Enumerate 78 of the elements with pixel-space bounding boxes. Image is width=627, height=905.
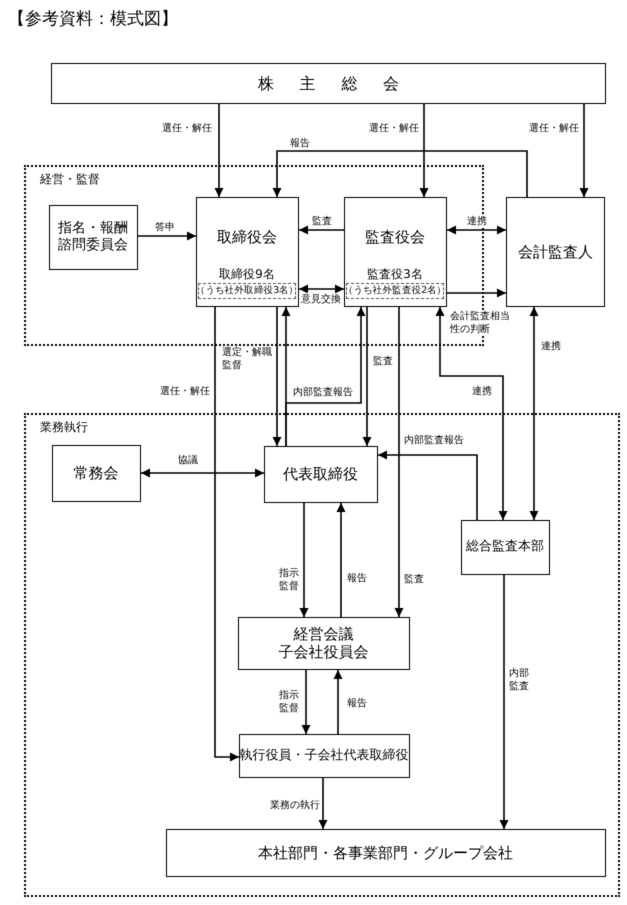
arrow (420, 104, 428, 197)
board-box (196, 196, 298, 306)
edge-label: 内部監査報告 (292, 386, 354, 399)
arrow (378, 450, 478, 520)
member-count: 監査役3名 (366, 266, 424, 282)
arrow (318, 778, 328, 829)
member-note: （うち社外監査役2名） (344, 285, 446, 297)
arrow (336, 503, 346, 617)
arrow (362, 307, 372, 446)
process-box (166, 828, 606, 876)
process-box (51, 63, 606, 104)
node-label: 執行役員・子会社代表取締役 (240, 748, 408, 764)
edge-label: 意見交換 (300, 293, 342, 306)
edge-label: 監査 (311, 215, 333, 228)
region-title: 経営・監督 (40, 171, 100, 188)
edge-label: 連携 (540, 340, 562, 353)
arrow (334, 670, 342, 734)
edge-label: 選任・解任 (528, 122, 580, 135)
edge-label: 指示監督 (278, 689, 302, 715)
edge-label: 選任・解任 (368, 122, 420, 135)
node-label: 指名・報酬 (58, 220, 128, 237)
edge-label: 指示監督 (278, 567, 302, 593)
node-label: 本社部門・各事業部門・グループ会社 (258, 844, 513, 862)
node-label: 経営会議 (294, 625, 354, 643)
board-box (344, 196, 446, 306)
edge-label: 報告 (346, 572, 368, 585)
edge-label: 報告 (289, 137, 311, 150)
arrow (580, 104, 588, 197)
arrow (138, 232, 196, 240)
arrow (530, 307, 538, 520)
page-title: 【参考資料：模式図】 (8, 8, 178, 30)
edge-label: 選任・解任 (161, 122, 213, 135)
process-box (238, 616, 410, 670)
arrow (436, 307, 508, 520)
arrow (272, 150, 528, 197)
arrow (299, 226, 344, 234)
arrow (500, 575, 508, 829)
dashed-box (346, 283, 444, 299)
process-box (48, 204, 138, 270)
node-label: 株主総会 (258, 74, 424, 94)
arrow (300, 503, 308, 617)
edge-label: 連携 (466, 215, 488, 228)
node-label: 常務会 (74, 464, 118, 482)
node-label: 取締役会 (216, 228, 278, 246)
region-title: 業務執行 (40, 419, 88, 436)
edge-label: 監査 (403, 573, 425, 586)
edge-label: 協議 (177, 454, 199, 467)
arrow (272, 307, 282, 446)
arrow (214, 307, 239, 762)
node-label: 諮問委員会 (58, 237, 128, 254)
edge-label: 業務の執行 (269, 799, 321, 812)
process-box (238, 734, 410, 778)
edge-label: 報告 (346, 697, 368, 710)
process-box (460, 520, 550, 574)
node-label: 会計監査人 (518, 243, 593, 261)
process-box (506, 197, 605, 307)
edge-label: 内部監査報告 (403, 434, 465, 447)
arrow (214, 104, 224, 197)
arrow (447, 288, 506, 298)
process-box (52, 444, 140, 502)
edge-label: 答申 (154, 221, 176, 234)
member-count: 取締役9名 (218, 266, 276, 282)
arrow (285, 307, 366, 446)
node-label: 代表取締役 (283, 465, 358, 483)
arrow (299, 284, 344, 294)
node-label: 監査役会 (364, 228, 426, 246)
edge-label: 監査 (372, 355, 394, 368)
dashed-box (198, 283, 296, 299)
node-label: 総合監査本部 (466, 539, 544, 555)
arrow (447, 226, 506, 234)
arrow (394, 307, 404, 617)
arrow (141, 468, 264, 478)
edge-label: 選任・解任 (159, 385, 211, 398)
edge-label: 連携 (471, 385, 493, 398)
process-box (264, 446, 378, 502)
member-note: （うち社外取締役3名） (196, 285, 298, 297)
arrow (302, 670, 310, 734)
node-label: 子会社役員会 (278, 643, 368, 661)
